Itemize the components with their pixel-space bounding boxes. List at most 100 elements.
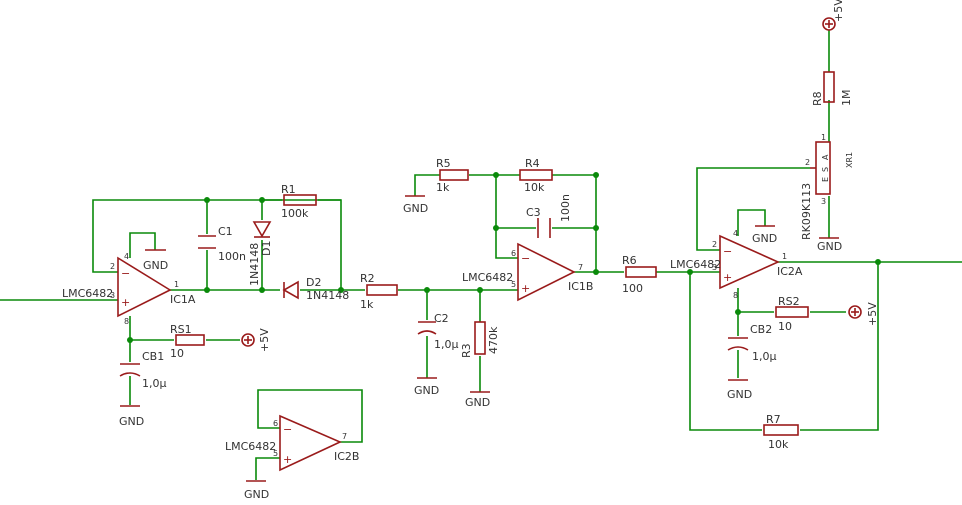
wire-ic2a-pin4: [737, 209, 766, 236]
pin-label: 1: [174, 280, 179, 289]
part-name: C3: [526, 206, 541, 219]
pin-label: 7: [342, 432, 347, 441]
gnd-label: GND: [727, 388, 752, 401]
wire-r7-loop: [689, 262, 879, 431]
pin-label: 5: [273, 449, 278, 458]
resistor-r2: R2 1k: [360, 272, 398, 311]
part-value: 1N4148: [306, 289, 349, 302]
pin-label: 2: [805, 158, 810, 167]
junction: [127, 337, 133, 343]
vcc-label: +5V: [866, 302, 879, 326]
part-name: IC2B: [334, 450, 359, 463]
pin-label: 8: [733, 291, 738, 300]
part-value: LMC6482: [225, 440, 276, 453]
junction: [493, 172, 499, 178]
part-value: 100n: [559, 194, 572, 222]
junction: [338, 287, 344, 293]
resistor-r7: R7 10k: [763, 413, 799, 451]
junction: [687, 269, 693, 275]
part-value: 100n: [218, 250, 246, 263]
gnd-label: GND: [414, 384, 439, 397]
minus-sign: −: [283, 423, 292, 436]
plus-sign: +: [283, 453, 292, 466]
capacitor-c1: C1 100n: [198, 225, 246, 263]
junction: [593, 269, 599, 275]
vcc-label: +5V: [832, 0, 845, 22]
vcc-label: +5V: [258, 328, 271, 352]
pin-label: 6: [511, 249, 516, 258]
part-name: R7: [766, 413, 781, 426]
opamp-symbol: [279, 414, 342, 472]
part-name: R2: [360, 272, 375, 285]
pin-label: 3: [821, 197, 826, 206]
capacitor-cb2: CB2 1,0µ: [727, 323, 777, 363]
part-name: RS2: [778, 295, 800, 308]
junction: [593, 225, 599, 231]
junction: [477, 287, 483, 293]
part-name: IC1A: [170, 293, 196, 306]
part-name: C1: [218, 225, 233, 238]
gnd-symbol: GND: [143, 249, 168, 272]
pin-label: S: [821, 167, 830, 172]
wire-ic1b-inv: [495, 175, 518, 259]
vcc-symbol: +5V: [848, 302, 879, 326]
wire-ic2b-gnd: [255, 457, 280, 480]
pin-label: 3: [712, 263, 717, 272]
junction: [204, 287, 210, 293]
part-name: RS1: [170, 323, 192, 336]
part-name: R3: [460, 343, 473, 358]
gnd-label: GND: [465, 396, 490, 409]
wire-ic1a-feedback: [92, 199, 342, 290]
gnd-symbol: GND: [244, 480, 269, 501]
resistor-r4: R4 10k: [519, 157, 553, 194]
resistor-r1: R1 100k: [281, 183, 317, 220]
part-name: D2: [306, 276, 321, 289]
minus-sign: −: [121, 267, 130, 280]
resistor-r3: R3 470k: [460, 321, 500, 358]
opamp-ic2a: − + 2 3 4 8 1 LMC6482 IC2A: [670, 229, 803, 300]
pin-label: 4: [733, 229, 738, 238]
junction: [204, 197, 210, 203]
plus-sign: +: [521, 282, 530, 295]
opamp-symbol: [517, 242, 576, 302]
pin-label: 1: [821, 133, 826, 142]
part-name: D1: [260, 241, 273, 256]
junction: [259, 287, 265, 293]
pin-label: 2: [110, 262, 115, 271]
junction: [493, 225, 499, 231]
minus-sign: −: [521, 252, 530, 265]
pin-label: 1: [782, 252, 787, 261]
pin-label: 3: [110, 291, 115, 300]
part-name: R4: [525, 157, 540, 170]
plus-sign: +: [723, 271, 732, 284]
resistor-rs2: RS2 10: [775, 295, 809, 333]
pin-label: 5: [511, 280, 516, 289]
part-value: 1,0µ: [752, 350, 777, 363]
opamp-symbol: [117, 256, 172, 318]
opamp-ic1a: − + 2 3 4 8 1 LMC6482 IC1A: [62, 252, 196, 326]
part-value: 1k: [436, 181, 450, 194]
diode-d1: D1 1N4148: [248, 221, 273, 286]
junction: [735, 309, 741, 315]
diode-d2: D2 1N4148: [282, 276, 349, 302]
resistor-rs1: RS1 10: [170, 323, 205, 360]
pin-label: A: [821, 154, 830, 160]
gnd-label: GND: [119, 415, 144, 428]
part-name: R6: [622, 254, 637, 267]
part-value: 1M: [840, 90, 853, 107]
part-value: LMC6482: [62, 287, 113, 300]
potentiometer-xr1: 1 2 3 A S E XR1 RK09K113: [800, 133, 854, 240]
resistor-r6: R6 100: [622, 254, 657, 295]
pin-label: E: [821, 177, 830, 182]
gnd-label: GND: [403, 202, 428, 215]
part-value: 10: [170, 347, 184, 360]
gnd-label: GND: [817, 240, 842, 253]
minus-sign: −: [723, 245, 732, 258]
part-value: 1,0µ: [142, 377, 167, 390]
junction: [593, 172, 599, 178]
pin-label: 4: [124, 252, 129, 261]
gnd-symbol: GND: [752, 225, 777, 245]
part-name: CB2: [750, 323, 772, 336]
plus-sign: +: [121, 296, 130, 309]
